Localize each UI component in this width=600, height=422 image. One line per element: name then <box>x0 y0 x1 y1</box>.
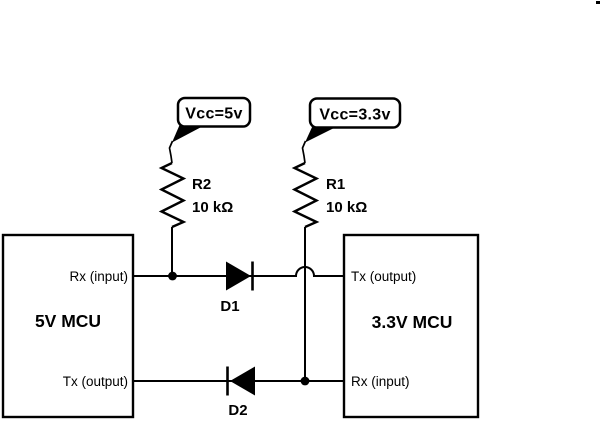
callout-vcc5-text: Vcc=5v <box>185 106 242 123</box>
corner-artifact <box>596 1 600 4</box>
label-r2-ref: R2 <box>192 176 211 193</box>
label-r1-value: 10 kΩ <box>326 199 367 216</box>
callout-vcc33-bubble <box>308 97 402 129</box>
callout-vcc33: Vcc=3.3v <box>305 97 402 143</box>
mcu-3v3-title: 3.3V MCU <box>372 312 453 332</box>
mcu-5v-title: 5V MCU <box>35 311 101 331</box>
callout-vcc5-tail <box>172 124 207 143</box>
label-r1-ref: R1 <box>326 176 345 193</box>
callout-vcc33-tail <box>305 125 340 143</box>
pin-label-3v3-rx: Rx (input) <box>351 374 410 389</box>
mcu-5v-box <box>1 233 135 419</box>
label-d2-ref: D2 <box>228 402 247 419</box>
callout-vcc33-leader-line <box>301 140 307 164</box>
resistor-r2-symbol <box>158 161 187 229</box>
diode-d2-anode-triangle <box>230 366 255 396</box>
pin-label-5v-rx: Rx (input) <box>69 269 128 284</box>
callout-vcc33-text: Vcc=3.3v <box>319 107 390 124</box>
junction-dot-top <box>168 271 177 281</box>
diode-d1-anode-triangle <box>226 261 251 291</box>
pin-label-3v3-tx: Tx (output) <box>351 269 416 284</box>
callout-vcc5-bubble <box>176 96 252 128</box>
label-d1-ref: D1 <box>220 298 239 315</box>
mcu-3v3-box <box>342 233 480 419</box>
pin-label-5v-tx: Tx (output) <box>63 374 128 389</box>
callout-vcc5-leader-line <box>168 140 174 164</box>
label-r2-value: 10 kΩ <box>192 199 233 216</box>
diode-d1-symbol <box>226 261 254 291</box>
callout-vcc5: Vcc=5v <box>172 96 252 143</box>
resistor-r1-symbol <box>291 161 320 229</box>
junction-dot-bottom <box>300 376 310 386</box>
diode-d2-symbol <box>226 366 255 396</box>
